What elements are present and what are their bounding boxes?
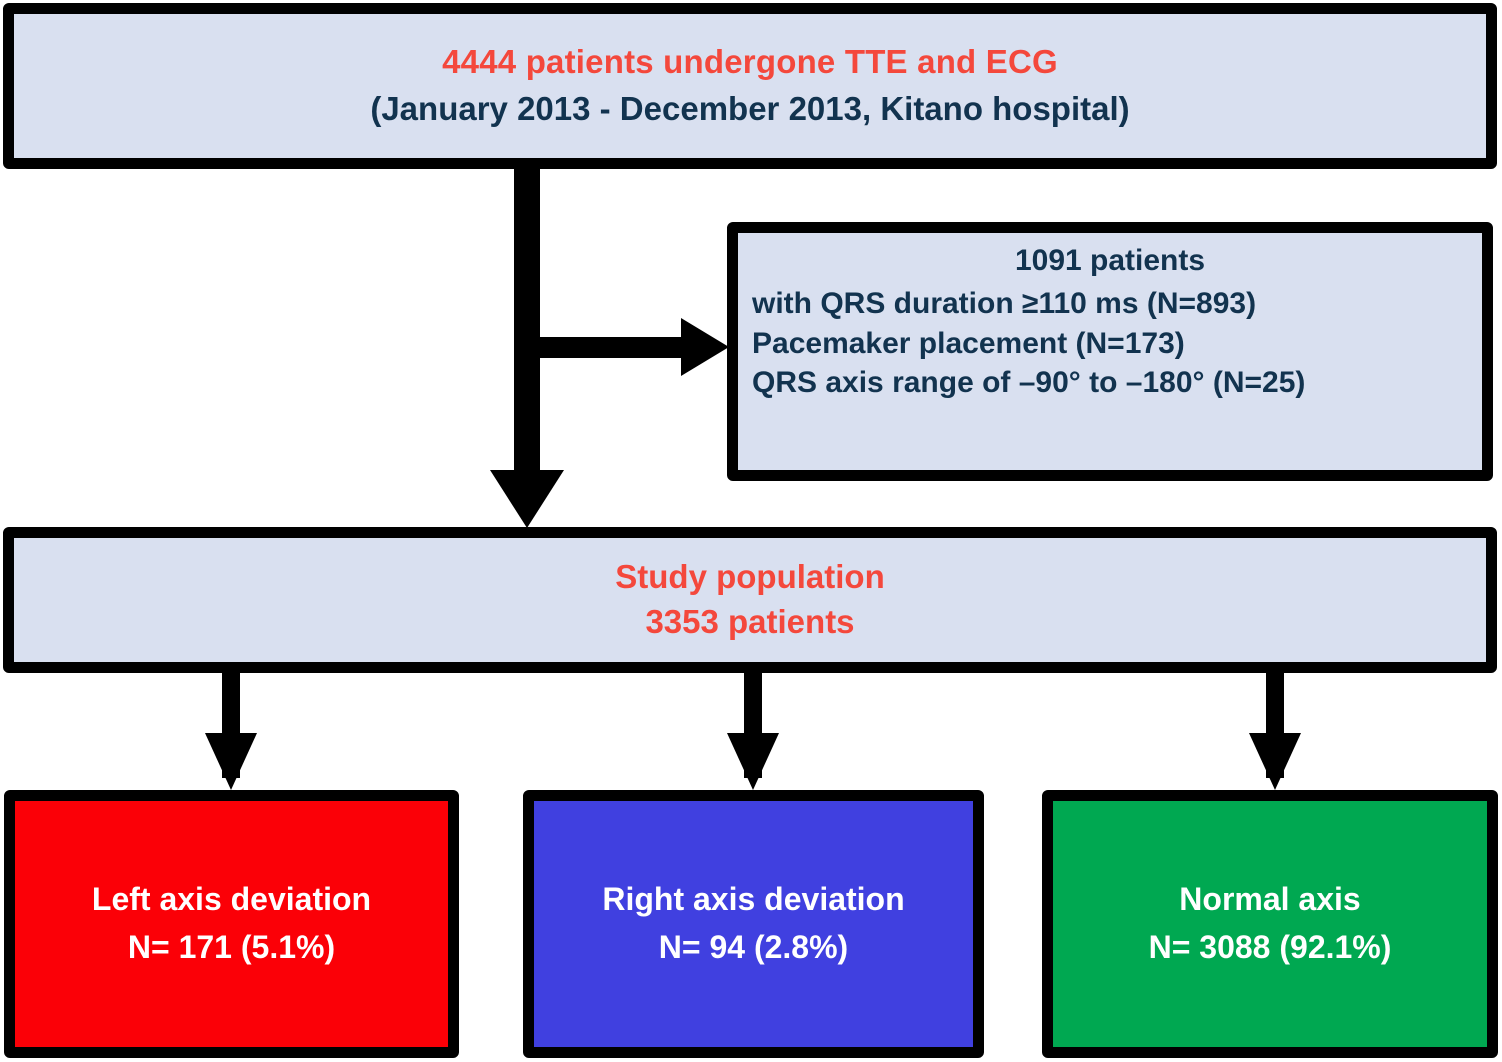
arrow-right-icon [681, 318, 729, 376]
right-axis-deviation-label: Right axis deviation [602, 881, 905, 918]
enrollment-line-1: 4444 patients undergone TTE and ECG [442, 43, 1058, 81]
arrow-down-icon [205, 733, 257, 790]
arrow-down-icon [727, 733, 779, 790]
excluded-header: 1091 patients [1014, 244, 1206, 277]
arrow-down-icon [1249, 733, 1301, 790]
left-axis-deviation-count: N= 171 (5.1%) [127, 929, 336, 965]
node-left-axis-deviation: Left axis deviation N= 171 (5.1%) [4, 790, 459, 1058]
enrollment-line-2: (January 2013 - December 2013, Kitano ho… [370, 90, 1130, 127]
normal-axis-label: Normal axis [1179, 881, 1361, 918]
connector-branch-to-excluded [527, 337, 693, 358]
excluded-criterion-qrs-axis: QRS axis range of –90° to –180° (N=25) [752, 366, 1306, 400]
study-population-count: 3353 patients [645, 603, 855, 640]
node-study-population: Study population 3353 patients [3, 527, 1497, 673]
normal-axis-count: N= 3088 (92.1%) [1148, 929, 1392, 965]
left-axis-deviation-label: Left axis deviation [91, 881, 372, 918]
node-right-axis-deviation: Right axis deviation N= 94 (2.8%) [523, 790, 984, 1058]
study-population-label: Study population [615, 558, 885, 596]
excluded-criterion-pacemaker: Pacemaker placement (N=173) [752, 326, 1185, 360]
arrow-down-icon [490, 470, 564, 528]
node-enrollment: 4444 patients undergone TTE and ECG (Jan… [3, 3, 1497, 169]
node-excluded-patients: 1091 patients with QRS duration ≥110 ms … [727, 222, 1493, 481]
right-axis-deviation-count: N= 94 (2.8%) [658, 929, 849, 965]
node-normal-axis: Normal axis N= 3088 (92.1%) [1042, 790, 1498, 1058]
connector-trunk-vertical [514, 166, 540, 488]
excluded-criterion-qrs-duration: with QRS duration ≥110 ms (N=893) [752, 287, 1257, 321]
